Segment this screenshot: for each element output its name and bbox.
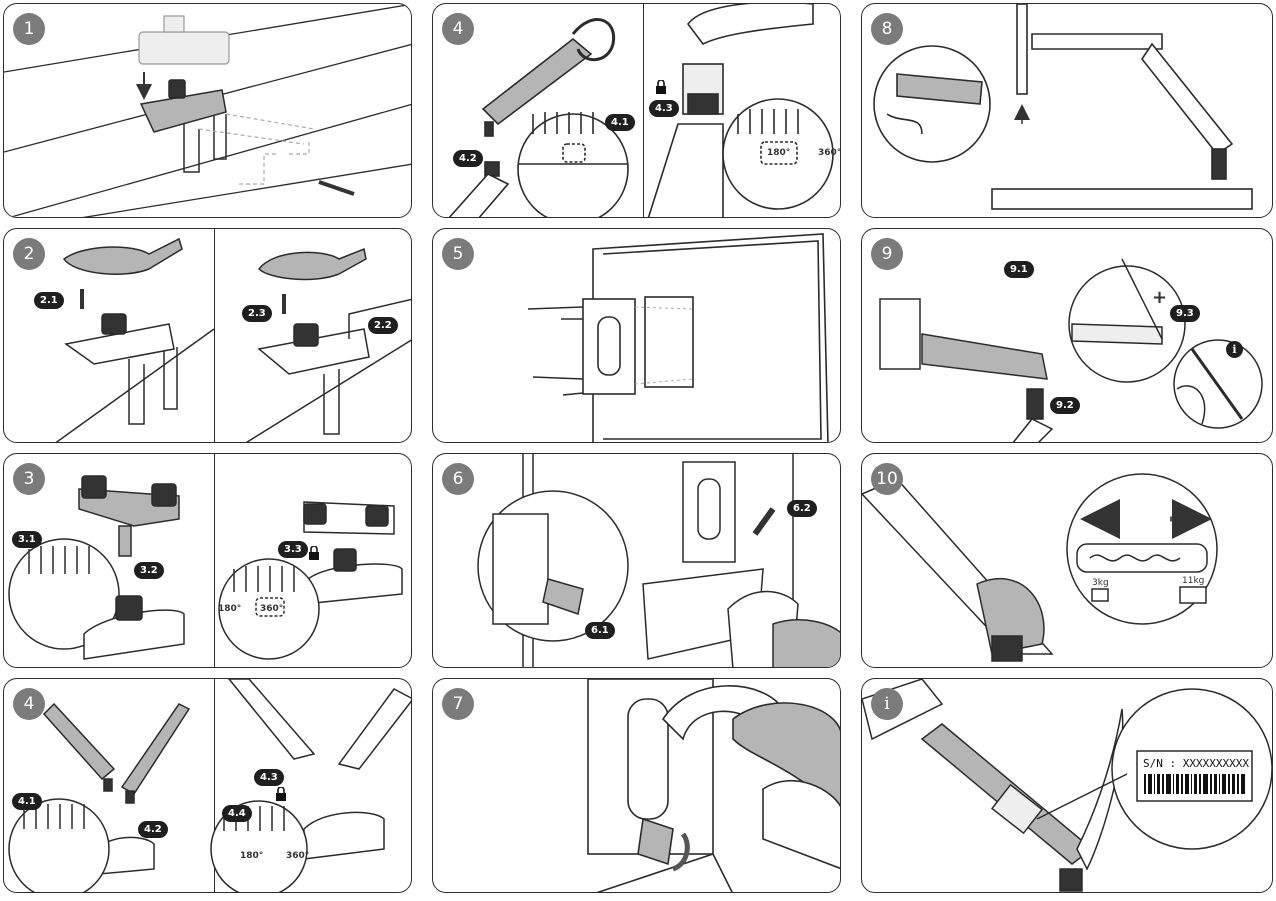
- panel-step-7: 7: [432, 678, 841, 893]
- clamp-install-illustration: [4, 4, 411, 217]
- step-badge-2: 2: [13, 238, 45, 270]
- step-badge-5: 5: [442, 238, 474, 270]
- arm-attach-illustration: [448, 4, 834, 217]
- sub-step-4-2: 4.2: [453, 150, 483, 167]
- sub-step-2-1: 2.1: [34, 292, 64, 309]
- step-badge-4-top: 4: [442, 13, 474, 45]
- sub-step-9-2: 9.2: [1050, 397, 1080, 414]
- weight-max-label: 11kg: [1182, 576, 1205, 586]
- monitor-hook-illustration: [879, 258, 1263, 442]
- sub-step-4-1: 4.1: [12, 793, 42, 810]
- sub-step-9-1: 9.1: [1004, 261, 1034, 278]
- step-badge-info: i: [871, 688, 903, 720]
- sub-step-2-2: 2.2: [368, 317, 398, 334]
- panel-step-8: 8: [861, 3, 1273, 218]
- weight-min-label: 3kg: [1092, 578, 1109, 588]
- sub-step-4-4: 4.4: [222, 805, 252, 822]
- lock-icon: [309, 546, 319, 560]
- panel-step-1: 1: [3, 3, 412, 218]
- panel-step-6: 6 6.1 6.2: [432, 453, 841, 668]
- crossbar-mount-illustration: [8, 475, 403, 660]
- sub-step-4-1: 4.1: [605, 114, 635, 131]
- serial-number-label: S/N : XXXXXXXXXX: [1143, 757, 1249, 770]
- step-badge-7: 7: [442, 688, 474, 720]
- sub-step-9-3: 9.3: [1170, 305, 1200, 322]
- sub-step-2-3: 2.3: [242, 305, 272, 322]
- panel-step-5: 5: [432, 228, 841, 443]
- lock-monitor-illustration: [587, 679, 840, 892]
- sub-step-6-2: 6.2: [787, 500, 817, 517]
- serial-number-illustration: [862, 679, 1272, 892]
- panel-step-4-bottom: 4 4.1 4.2 4.3 4.4 180° 360°: [3, 678, 412, 893]
- panel-info: i S/N : XXXXXXXXXX: [861, 678, 1273, 893]
- angle-label-360: 360°: [818, 148, 841, 158]
- panel-step-3: 3 3.1 3.2 3.3 180° 360°: [3, 453, 412, 668]
- step-badge-4-bottom: 4: [13, 688, 45, 720]
- step-badge-1: 1: [13, 13, 45, 45]
- angle-label-180: 180°: [767, 148, 791, 158]
- panel-step-2: 2 2.1 2.2 2.3: [3, 228, 412, 443]
- step-badge-6: 6: [442, 463, 474, 495]
- dual-arm-attach-illustration: [8, 679, 411, 892]
- sub-step-4-3: 4.3: [649, 100, 679, 117]
- hook-monitor-illustration: [477, 454, 840, 667]
- angle-label-360: 360°: [260, 604, 284, 614]
- sub-step-4-2: 4.2: [138, 821, 168, 838]
- sub-step-6-1: 6.1: [585, 622, 615, 639]
- panel-divider: [643, 4, 644, 217]
- sub-step-3-3: 3.3: [278, 541, 308, 558]
- cable-management-illustration: [873, 4, 1253, 210]
- panel-divider: [214, 229, 215, 442]
- step-badge-8: 8: [871, 13, 903, 45]
- lock-icon: [656, 80, 666, 94]
- panel-step-10: 10 3kg 11kg: [861, 453, 1273, 668]
- info-badge: i: [1226, 341, 1243, 358]
- step-badge-9: 9: [871, 238, 903, 270]
- angle-label-180: 180°: [218, 604, 242, 614]
- sub-step-3-1: 3.1: [12, 531, 42, 548]
- panel-step-4-top: 4 4.1 4.2 4.3 180° 360°: [432, 3, 841, 218]
- tension-adjust-illustration: [862, 473, 1218, 662]
- angle-label-180: 180°: [240, 851, 264, 861]
- panel-divider: [214, 679, 215, 892]
- step-badge-3: 3: [13, 463, 45, 495]
- barcode: [1144, 774, 1245, 794]
- panel-step-9: 9 9.1 9.2 9.3 + i: [861, 228, 1273, 443]
- base-plate-illustration: [55, 237, 411, 442]
- panel-divider: [214, 454, 215, 667]
- plus-sign: +: [1152, 287, 1168, 308]
- angle-label-360: 360°: [286, 851, 310, 861]
- sub-step-3-2: 3.2: [134, 562, 164, 579]
- vesa-mount-illustration: [527, 233, 829, 442]
- step-badge-10: 10: [871, 463, 903, 495]
- sub-step-4-3: 4.3: [254, 769, 284, 786]
- lock-icon: [276, 787, 286, 801]
